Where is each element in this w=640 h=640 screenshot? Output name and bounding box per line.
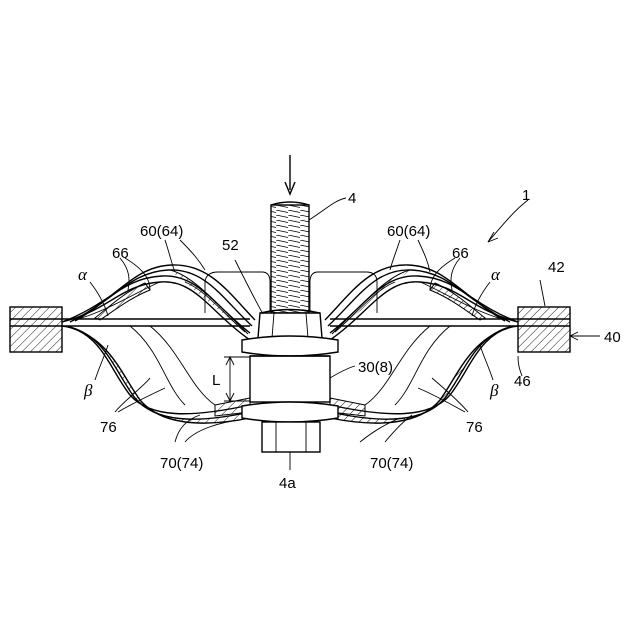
label-assembly: 1 <box>522 187 530 204</box>
length-dimension <box>224 357 250 401</box>
label-bend-66-left: 66 <box>112 245 129 262</box>
lower-nut <box>262 422 320 452</box>
label-lower-plates-left: 70(74) <box>160 455 203 472</box>
upper-nut <box>258 310 322 339</box>
label-spacer: 30(8) <box>358 359 393 376</box>
lower-washer <box>242 402 338 422</box>
left-upper-plates <box>62 265 255 340</box>
spacer <box>250 356 330 402</box>
label-bolt-lower: 4a <box>279 475 296 492</box>
label-alpha-left: α <box>78 265 88 284</box>
left-lower-plates <box>62 326 250 423</box>
label-nut-top: 52 <box>222 237 239 254</box>
label-beta-right: β <box>489 381 499 400</box>
label-flange-right: 42 <box>548 259 565 276</box>
label-bolt: 4 <box>348 190 356 207</box>
label-bend-76-right: 76 <box>466 419 483 436</box>
label-bend-66-right: 66 <box>452 245 469 262</box>
label-upper-plates-left: 60(64) <box>140 223 183 240</box>
label-alpha-right: α <box>491 265 501 284</box>
label-plate: 40 <box>604 329 621 346</box>
load-arrow <box>285 155 295 194</box>
bolt-shaft <box>271 202 309 313</box>
left-flange <box>10 307 62 352</box>
label-upper-plates-right: 60(64) <box>387 223 430 240</box>
upper-washer <box>242 336 338 356</box>
label-beta-left: β <box>83 381 93 400</box>
right-flange <box>518 307 570 352</box>
label-bend-76-left: 76 <box>100 419 117 436</box>
label-ring-right: 46 <box>514 373 531 390</box>
label-length: L <box>212 372 220 389</box>
right-upper-plates <box>325 265 518 340</box>
label-lower-plates-right: 70(74) <box>370 455 413 472</box>
